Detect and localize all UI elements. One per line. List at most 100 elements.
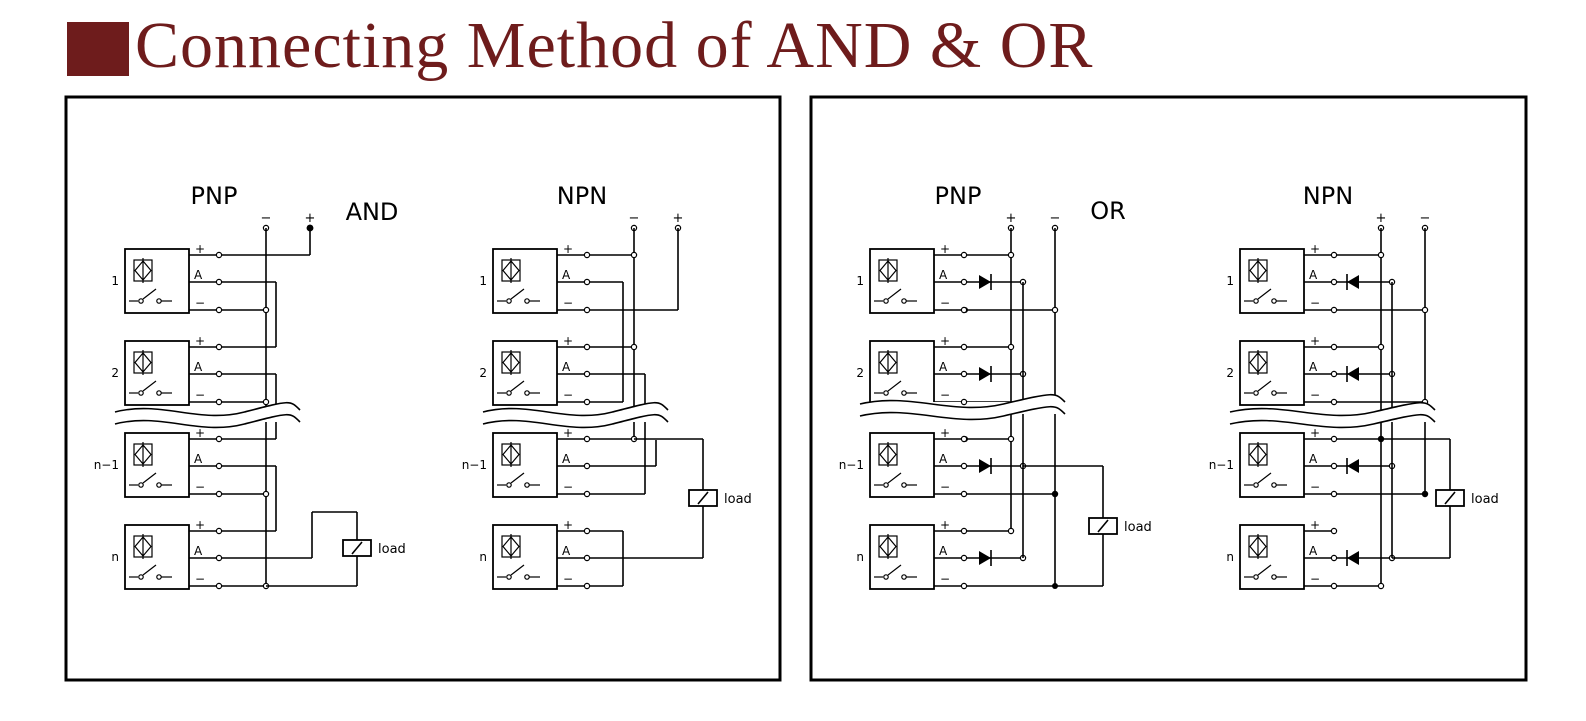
- contact-point: [883, 298, 889, 304]
- terminal-label-plus: +: [1310, 426, 1320, 440]
- and-npn-diagram: NPN−++A−1+A−2+A−n−1+A−n: [462, 182, 704, 590]
- switch-contact-icon: [874, 472, 917, 488]
- sensor: +A−1: [111, 242, 219, 314]
- contact-point: [138, 574, 144, 580]
- sensor: +A−2: [1226, 334, 1334, 406]
- sensor-number-label: n: [1226, 550, 1234, 564]
- terminal-label-a: A: [1309, 544, 1318, 558]
- contact-point: [901, 390, 907, 396]
- terminal-dot: [1377, 251, 1385, 259]
- load-label: load: [1471, 492, 1499, 507]
- sensor: +A−n: [479, 518, 587, 590]
- contact-point: [506, 390, 512, 396]
- wire: [142, 564, 157, 576]
- terminal-dot: [960, 343, 968, 351]
- contact-point: [1271, 390, 1277, 396]
- terminal-label-plus: +: [940, 426, 950, 440]
- sensor: +A−n−1: [1209, 426, 1334, 498]
- terminal-label-minus: −: [563, 296, 573, 310]
- type-label: NPN: [557, 182, 607, 210]
- terminal-dot: [262, 490, 270, 498]
- terminal-dot: [215, 490, 223, 498]
- sensor-number-label: n−1: [839, 458, 864, 472]
- terminal-dot: [960, 582, 968, 590]
- type-label: PNP: [935, 182, 982, 210]
- page-title: Connecting Method of AND & OR: [135, 9, 1094, 82]
- wire: [510, 564, 525, 576]
- contact-point: [1253, 574, 1259, 580]
- load-relay-icon: load: [1088, 517, 1152, 535]
- switch-contact-icon: [497, 288, 540, 304]
- terminal-label-plus: +: [940, 518, 950, 532]
- wire: [887, 472, 902, 484]
- diode-triangle: [1347, 551, 1359, 565]
- wire: [697, 491, 709, 505]
- switch-contact-icon: [1244, 380, 1287, 396]
- terminal-dot: [215, 582, 223, 590]
- sensor: +A−n: [856, 518, 964, 590]
- terminal-dot: [960, 554, 968, 562]
- page-heading: Connecting Method of AND & OR: [67, 9, 1094, 82]
- terminal-dot: [583, 398, 591, 406]
- terminal-label-minus: −: [563, 480, 573, 494]
- terminal-dot: [583, 582, 591, 590]
- terminal-label-minus: −: [940, 480, 950, 494]
- terminal-dot: [1007, 527, 1015, 535]
- diode-triangle: [1347, 275, 1359, 289]
- terminal-label-a: A: [194, 268, 203, 282]
- sensor-number-label: n−1: [462, 458, 487, 472]
- sensor-number-label: n: [856, 550, 864, 564]
- terminal-dot: [215, 435, 223, 443]
- terminal-label-plus: +: [563, 518, 573, 532]
- diode-icon: [1346, 366, 1359, 382]
- switch-contact-icon: [129, 288, 172, 304]
- break-mask: [115, 410, 300, 422]
- wire-break: [859, 393, 1066, 421]
- wire-break: [114, 401, 301, 429]
- diode-triangle: [1347, 459, 1359, 473]
- terminal-dot: [960, 278, 968, 286]
- type-label: PNP: [191, 182, 238, 210]
- terminal-label-a: A: [562, 544, 571, 558]
- contact-point: [1253, 390, 1259, 396]
- supply-sign: −: [1050, 211, 1061, 226]
- diode-triangle: [1347, 367, 1359, 381]
- sensor-number-label: 1: [111, 274, 119, 288]
- proximity-sensor-icon: [1248, 442, 1268, 467]
- contact-point: [506, 482, 512, 488]
- terminal-dot: [215, 398, 223, 406]
- break-line: [482, 413, 669, 429]
- terminal-dot: [215, 306, 223, 314]
- proximity-sensor-icon: [133, 534, 153, 559]
- proximity-sensor-icon: [878, 350, 898, 375]
- terminal-dot: [262, 398, 270, 406]
- diode-triangle: [979, 367, 991, 381]
- contact-point: [156, 574, 162, 580]
- terminal-dot: [262, 306, 270, 314]
- terminal-label-minus: −: [940, 296, 950, 310]
- supply-sign: −: [261, 211, 272, 226]
- terminal-dot: [960, 370, 968, 378]
- terminal-label-a: A: [1309, 360, 1318, 374]
- wire: [510, 472, 525, 484]
- terminal-dot: [1051, 306, 1059, 314]
- terminal-label-minus: −: [563, 388, 573, 402]
- terminal-dot: [583, 527, 591, 535]
- contact-point: [138, 482, 144, 488]
- terminal-dot: [215, 462, 223, 470]
- terminal-dot: [583, 251, 591, 259]
- terminal-dot: [1330, 490, 1338, 498]
- break-line: [482, 401, 669, 417]
- switch-contact-icon: [129, 380, 172, 396]
- wire: [1097, 519, 1109, 533]
- logic-label-and: AND: [346, 198, 399, 226]
- contact-point: [901, 482, 907, 488]
- break-mask: [1230, 410, 1435, 422]
- terminal-dot: [583, 435, 591, 443]
- wire: [142, 380, 157, 392]
- junction-dot: [1422, 491, 1428, 497]
- wire: [351, 541, 363, 555]
- terminal-label-minus: −: [195, 572, 205, 586]
- wire: [142, 288, 157, 300]
- terminal-dot: [583, 490, 591, 498]
